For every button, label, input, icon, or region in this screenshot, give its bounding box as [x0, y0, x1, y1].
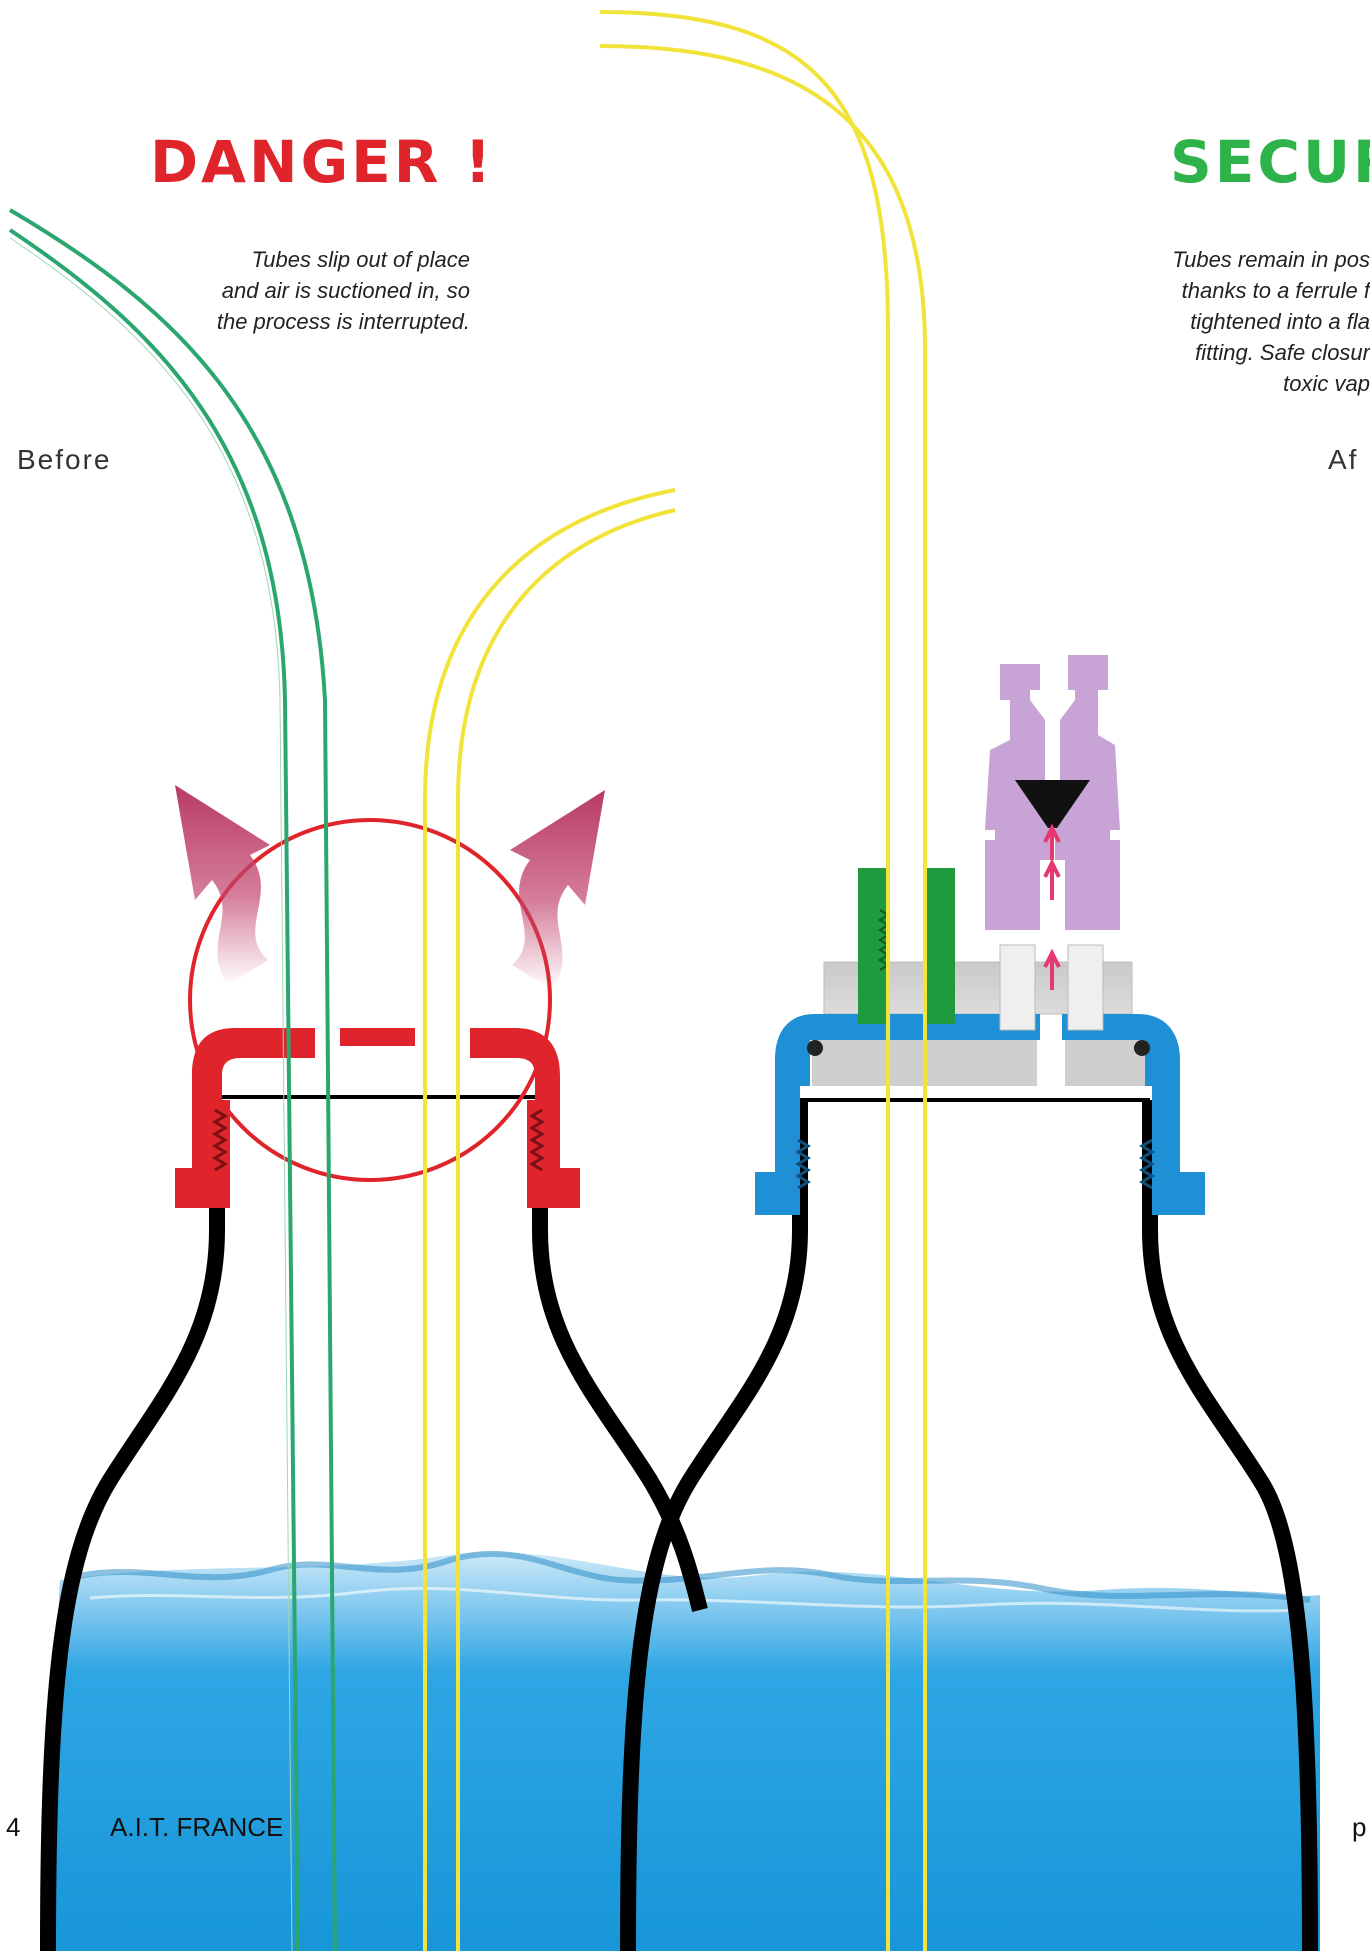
secure-caption-line: toxic vap — [1110, 368, 1370, 399]
footer-brand: A.I.T. FRANCE — [110, 1812, 283, 1843]
tube-nut-left — [858, 868, 888, 1024]
leak-arrow-left-icon — [175, 785, 270, 985]
o-ring-right — [1134, 1040, 1150, 1056]
danger-caption: Tubes slip out of place and air is sucti… — [190, 244, 470, 337]
left-cap-right — [470, 1028, 580, 1208]
danger-caption-line: Tubes slip out of place — [190, 244, 470, 275]
secure-caption: Tubes remain in pos thanks to a ferrule … — [1110, 244, 1370, 399]
before-label: Before — [17, 444, 112, 476]
secure-caption-line: fitting. Safe closur — [1110, 337, 1370, 368]
secure-caption-line: thanks to a ferrule f — [1110, 275, 1370, 306]
fitting-insert-right — [1068, 945, 1103, 1030]
liquid-surface — [40, 1552, 1320, 1951]
fitting-insert-left — [1000, 945, 1035, 1030]
leak-arrow-right-icon — [510, 790, 605, 990]
danger-title: DANGER ! — [150, 128, 494, 196]
left-cap-left — [175, 1028, 315, 1208]
o-ring-left — [807, 1040, 823, 1056]
tube-nut-right — [925, 868, 955, 1024]
danger-caption-line: the process is interrupted. — [190, 306, 470, 337]
after-label: Af — [1328, 444, 1358, 476]
secure-title: SECUR — [1170, 128, 1370, 196]
footer-right-fragment: p — [1352, 1812, 1366, 1843]
page-number: 4 — [6, 1812, 20, 1843]
left-cap-center — [340, 1028, 415, 1046]
vapor-arrow-1-icon — [1045, 863, 1059, 900]
secure-caption-line: Tubes remain in pos — [1110, 244, 1370, 275]
danger-caption-line: and air is suctioned in, so — [190, 275, 470, 306]
liquid — [40, 1552, 1320, 1951]
secure-caption-line: tightened into a fla — [1110, 306, 1370, 337]
